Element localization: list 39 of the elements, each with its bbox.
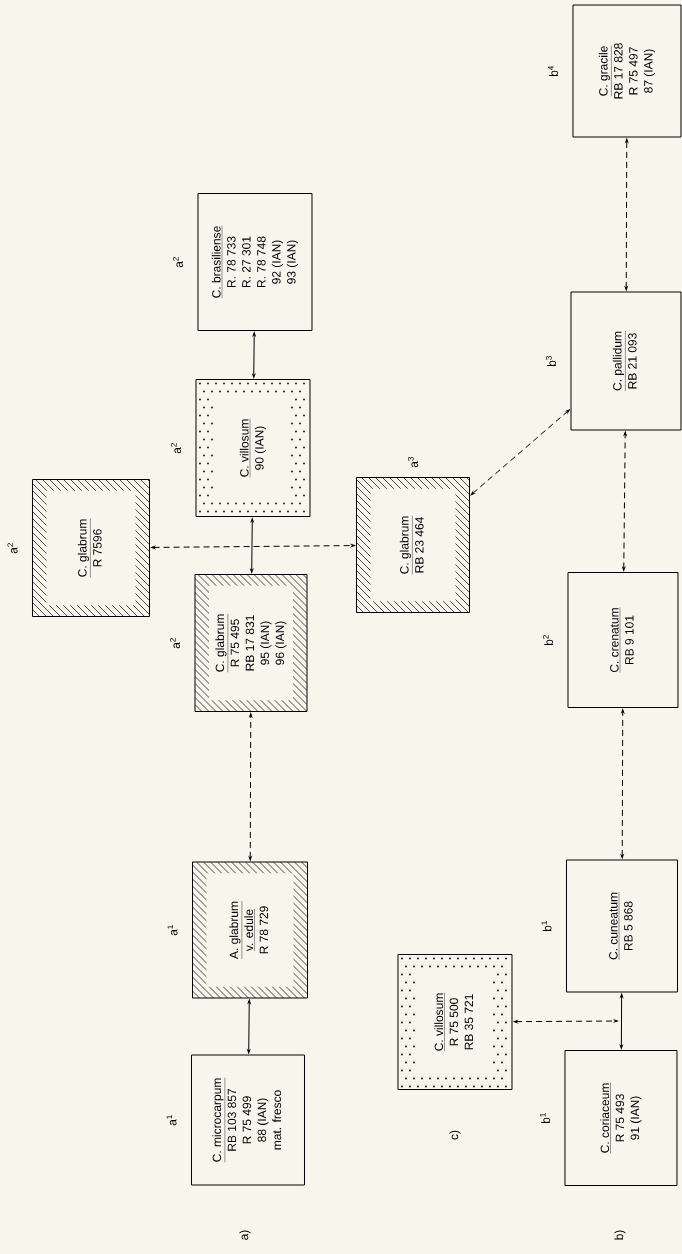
group-label: b$^{1}$	[540, 1113, 550, 1124]
specimen-box: C. gracile RB 17 828 R 75 497 87 (IAN)	[572, 4, 682, 138]
arrow	[513, 1019, 618, 1024]
specimen-box: C. villosum 90 (IAN)	[195, 379, 311, 517]
arrow	[248, 713, 253, 861]
group-label: b$^{3}$	[545, 356, 556, 367]
group-label: b$^{2}$	[542, 635, 553, 646]
arrow	[622, 431, 627, 571]
specimen-box: C. brasiliense R. 78 733 R. 27 301 R. 78 748 92 (IAN) 93 (IAN)	[197, 193, 313, 331]
group-label: a$^{2}$	[170, 443, 181, 454]
group-label: a$^{2}$	[169, 638, 180, 649]
group-label: a$^{2}$	[7, 543, 18, 554]
group-label: b$^{1}$	[541, 921, 552, 932]
group-label: a$^{1}$	[166, 1115, 177, 1126]
arrow	[250, 518, 254, 573]
group-label: a$^{3}$	[407, 457, 418, 468]
specimen-box: C. glabrum R 75 495 RB 17 831 95 (IAN) 96 (IAN)	[194, 574, 308, 712]
specimen-box: A. glabrum v. edule R 78 729	[192, 861, 308, 999]
arrow	[619, 993, 624, 1049]
group-label: b$^{4}$	[548, 65, 558, 77]
arrow	[151, 544, 355, 549]
specimen-box: C. coriaceum R 75 493 91 (IAN)	[564, 1050, 678, 1186]
group-label: a$^{1}$	[167, 925, 178, 936]
specimen-box: C. villosum R 75 500 RB 35 721	[397, 954, 513, 1090]
specimen-box: C. glabrum R 7596	[32, 479, 150, 617]
arrow	[624, 138, 629, 291]
specimen-box: C. glabrum RB 23 464	[356, 477, 470, 613]
group-label: a$^{2}$	[172, 257, 183, 268]
arrow	[620, 709, 625, 859]
arrow	[252, 332, 256, 378]
panel-label: b)	[614, 1230, 626, 1240]
specimen-box: C. pallidum RB 21 093	[570, 291, 682, 431]
specimen-box: C. cuneatum RB 5 868	[566, 859, 678, 993]
panel-label: c)	[449, 1130, 461, 1140]
arrow	[247, 999, 251, 1054]
panel-label: a)	[239, 1230, 251, 1240]
specimen-box: C. crenatum RB 9 101	[567, 572, 679, 708]
specimen-box: C. microcarpum RB 103 857 R 75 499 88 (IAN) mat. fresco	[191, 1054, 305, 1186]
arrow	[470, 409, 570, 496]
